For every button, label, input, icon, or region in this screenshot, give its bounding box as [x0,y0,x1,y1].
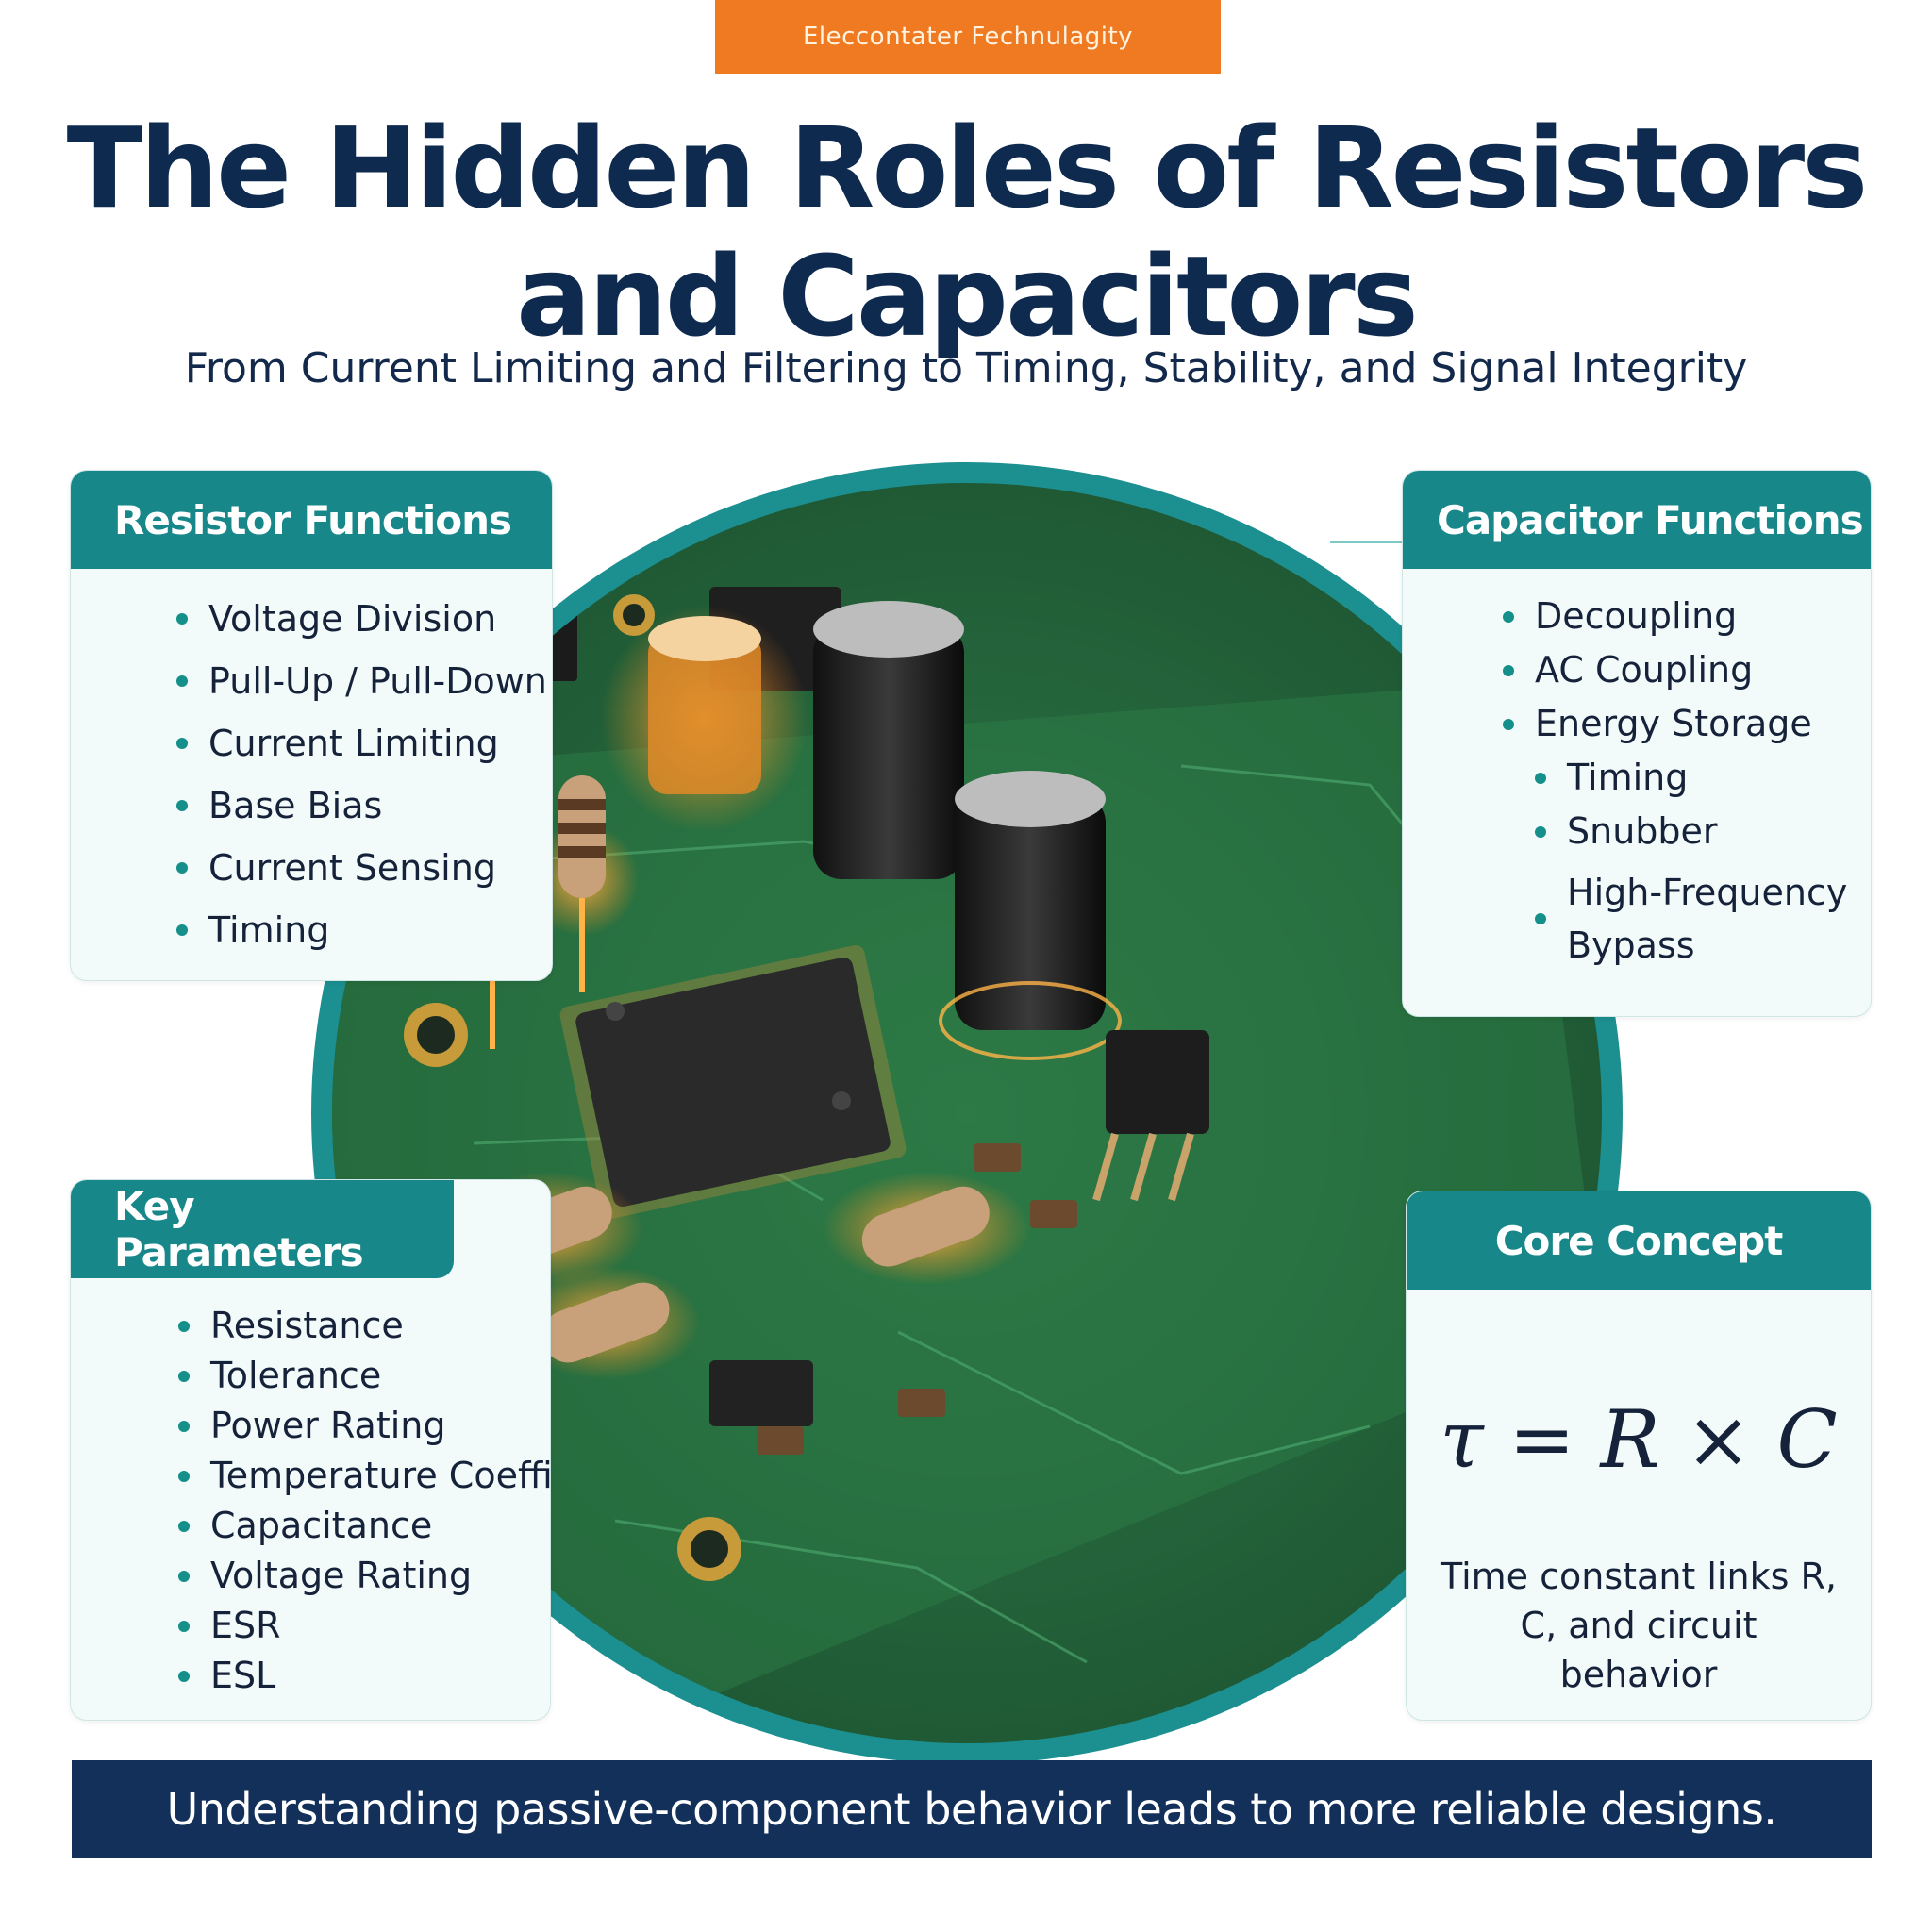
list-item: Timing [176,899,552,961]
electrolytic-capacitors [813,601,1122,1060]
category-tag: Eleccontater Fechnulagity [715,0,1221,74]
panel-title: Resistor Functions [71,471,552,569]
capacitor-function-list: Decoupling AC Coupling Energy Storage Ti… [1503,590,1871,972]
list-item: ESR [178,1601,550,1651]
list-item: Current Limiting [176,712,552,774]
list-item: Energy Storage [1503,697,1871,751]
list-item: Snubber [1535,805,1871,858]
glowing-capacitor [601,606,808,832]
list-item: Voltage Division [176,588,552,650]
list-item: Pull-Up / Pull-Down [176,650,552,712]
microcontroller-chip [559,945,907,1219]
list-item: AC Coupling [1503,643,1871,697]
list-item: ESL [178,1651,550,1701]
list-item: Tolerance [178,1351,550,1401]
list-item: Voltage Rating [178,1551,550,1601]
footer-banner: Understanding passive-component behavior… [72,1760,1872,1858]
title-line-2: and Capacitors [516,231,1419,361]
panel-title: Key Parameters [71,1180,454,1278]
time-constant-formula: τ = R × C [1440,1393,1838,1486]
panel-title: Capacitor Functions [1403,471,1871,569]
key-parameter-list: Resistance Tolerance Power Rating Temper… [178,1301,550,1701]
transistor [1092,1030,1209,1202]
list-item: Base Bias [176,774,552,837]
list-item: Decoupling [1503,590,1871,643]
resistor-functions-panel: Resistor Functions Voltage Division Pull… [70,470,553,981]
core-description: Time constant links R, C, and circuit be… [1441,1556,1837,1695]
connector-line [1330,541,1406,543]
title-line-1: The Hidden Roles of Resistors [66,103,1869,233]
capacitor-functions-panel: Capacitor Functions Decoupling AC Coupli… [1402,470,1872,1017]
core-concept-panel: Core Concept τ = R × C Time constant lin… [1406,1191,1872,1721]
resistor-function-list: Voltage Division Pull-Up / Pull-Down Cur… [176,588,552,961]
list-item: Timing [1535,751,1871,805]
list-item: Capacitance [178,1501,550,1551]
page-subtitle: From Current Limiting and Filtering to T… [184,344,1748,392]
page-title: The Hidden Roles of Resistors and Capaci… [57,104,1875,360]
mounting-holes [404,594,741,1581]
list-item: Temperature Coefficient [178,1451,550,1501]
list-item: High-Frequency Bypass [1535,866,1850,972]
panel-title: Core Concept [1407,1191,1871,1290]
list-item: Power Rating [178,1401,550,1451]
key-parameters-panel: Key Parameters Resistance Tolerance Powe… [70,1179,551,1721]
list-item: Current Sensing [176,837,552,899]
list-item: Resistance [178,1301,550,1351]
